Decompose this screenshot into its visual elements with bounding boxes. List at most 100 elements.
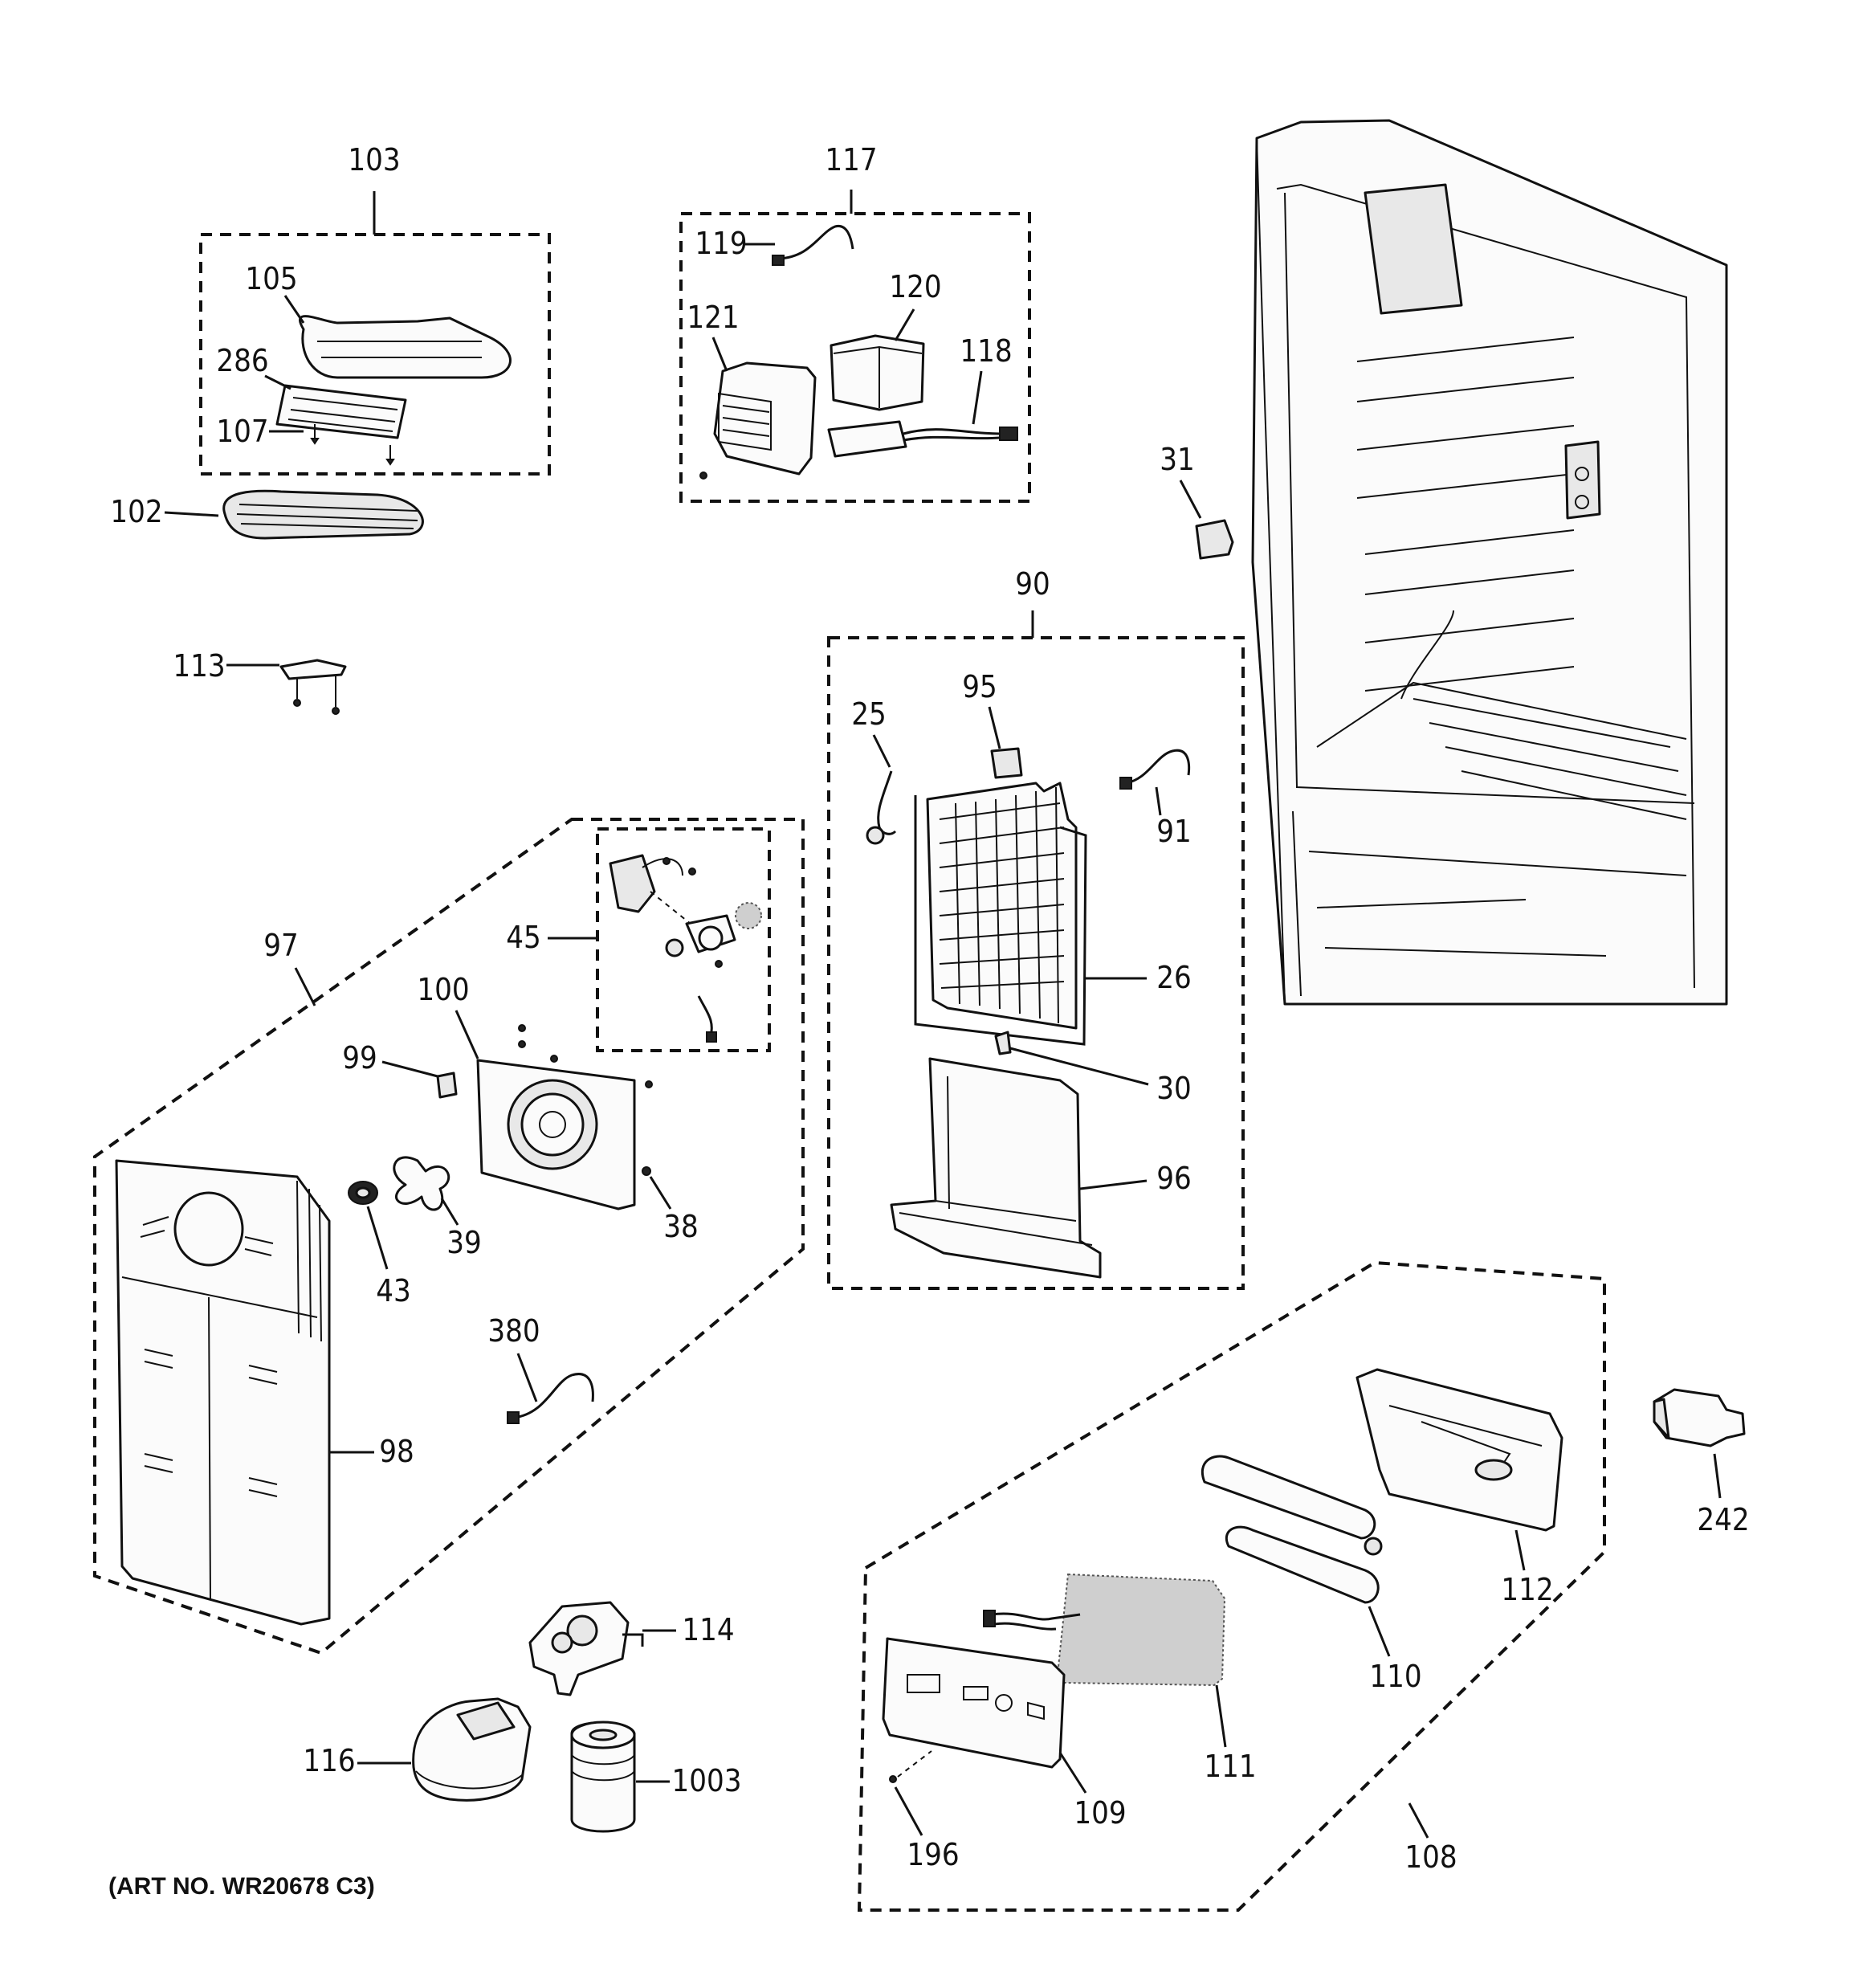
clip-99[interactable] xyxy=(436,1072,458,1099)
bracket-113-group: 113 xyxy=(173,648,347,715)
fan-blade-45 xyxy=(735,902,762,929)
callout-286[interactable]: 286 xyxy=(216,343,268,378)
grille-102-group: 102 xyxy=(110,489,424,540)
kit-90-group: 90 25 95 91 26 30 96 xyxy=(827,566,1245,1290)
water-valve-114[interactable] xyxy=(528,1601,630,1696)
callout-116[interactable]: 116 xyxy=(303,1743,355,1778)
callout-113[interactable]: 113 xyxy=(173,648,225,684)
callout-118[interactable]: 118 xyxy=(960,333,1012,369)
screw-100-c xyxy=(550,1055,558,1063)
screw-107-a[interactable] xyxy=(310,424,320,445)
callout-110[interactable]: 110 xyxy=(1369,1659,1421,1694)
wire-harness-119[interactable] xyxy=(778,224,854,260)
kit-103-group: 103 105 286 107 xyxy=(199,142,551,476)
callout-109[interactable]: 109 xyxy=(1074,1795,1126,1831)
kit-117-dashed-box xyxy=(679,212,1031,503)
screw-121 xyxy=(699,471,707,480)
callout-90[interactable]: 90 xyxy=(1015,566,1050,602)
screw-38[interactable] xyxy=(642,1166,651,1176)
callout-95[interactable]: 95 xyxy=(962,669,997,704)
filter-tube-110-a[interactable] xyxy=(1201,1455,1376,1540)
filter-tube-110-b[interactable] xyxy=(1225,1525,1380,1604)
connector-119 xyxy=(772,255,785,266)
callout-1003[interactable]: 1003 xyxy=(672,1763,742,1798)
connector-118 xyxy=(999,427,1018,441)
callout-111[interactable]: 111 xyxy=(1204,1749,1256,1784)
kit-108-group: 108 112 110 111 109 196 xyxy=(857,1260,1606,1912)
callout-91[interactable]: 91 xyxy=(1156,814,1192,849)
part-242-group: 242 xyxy=(1653,1388,1750,1537)
screw-113-b[interactable] xyxy=(332,707,340,715)
callout-380[interactable]: 380 xyxy=(487,1313,540,1349)
part-114-group: 114 xyxy=(528,1601,735,1696)
part-116-group: 116 xyxy=(303,1697,532,1802)
callout-97[interactable]: 97 xyxy=(263,928,299,963)
kit-97-dashed-box xyxy=(93,818,805,1655)
callout-43[interactable]: 43 xyxy=(376,1273,411,1308)
label-sheet-286[interactable] xyxy=(275,384,407,439)
kit-117-group: 117 119 121 120 118 xyxy=(679,142,1031,503)
callout-117[interactable]: 117 xyxy=(825,142,877,178)
vent-cover-105[interactable] xyxy=(299,315,512,379)
heater-cover-120[interactable] xyxy=(830,334,925,411)
kit-45-dashed-box xyxy=(596,827,771,1052)
fan-motor-bracket-45[interactable] xyxy=(609,854,656,913)
callout-103[interactable]: 103 xyxy=(348,142,400,178)
thermostat-25-disk xyxy=(866,826,885,845)
callout-100[interactable]: 100 xyxy=(417,972,469,1007)
kit-108-dashed-box xyxy=(857,1260,1606,1912)
fan-blade-39[interactable] xyxy=(393,1156,450,1211)
evaporator-cover-98[interactable] xyxy=(115,1159,331,1626)
grille-102[interactable] xyxy=(222,489,424,540)
screw-100-a xyxy=(518,1024,526,1032)
callout-108[interactable]: 108 xyxy=(1404,1839,1457,1875)
callout-38[interactable]: 38 xyxy=(663,1209,699,1244)
screw-100-b xyxy=(518,1040,526,1048)
callout-26[interactable]: 26 xyxy=(1156,960,1192,995)
callout-119[interactable]: 119 xyxy=(695,226,747,261)
screw-100-d xyxy=(645,1080,653,1088)
drain-pan-96[interactable] xyxy=(890,1057,1102,1279)
thermostat-25[interactable] xyxy=(877,770,897,835)
clip-30[interactable] xyxy=(994,1031,1012,1055)
callout-31[interactable]: 31 xyxy=(1160,442,1195,477)
callout-105[interactable]: 105 xyxy=(245,261,297,296)
callout-121[interactable]: 121 xyxy=(687,300,739,335)
wire-harness-380[interactable] xyxy=(513,1373,594,1419)
callout-107[interactable]: 107 xyxy=(216,414,268,449)
callout-120[interactable]: 120 xyxy=(889,269,941,304)
filter-cover-109[interactable] xyxy=(882,1637,1066,1769)
callout-25[interactable]: 25 xyxy=(851,696,887,732)
callout-112[interactable]: 112 xyxy=(1501,1572,1553,1607)
screw-107-b[interactable] xyxy=(385,445,395,466)
wire-harness-91[interactable] xyxy=(1125,749,1191,785)
heater-pad-111[interactable] xyxy=(1057,1573,1226,1687)
callout-98[interactable]: 98 xyxy=(379,1434,414,1469)
wire-45 xyxy=(697,995,713,1037)
screw-196[interactable] xyxy=(889,1775,897,1783)
callout-30[interactable]: 30 xyxy=(1156,1071,1192,1106)
cabinet-shell xyxy=(1251,119,1728,1006)
connector-91 xyxy=(1119,777,1132,790)
fuse-95[interactable] xyxy=(990,747,1023,779)
art-number: (ART NO. WR20678 C3) xyxy=(108,1873,375,1900)
callout-102[interactable]: 102 xyxy=(110,494,162,529)
screw-45-b xyxy=(688,867,696,876)
filter-housing-112[interactable] xyxy=(1355,1368,1563,1532)
callout-196[interactable]: 196 xyxy=(907,1837,959,1872)
callout-96[interactable]: 96 xyxy=(1156,1161,1192,1196)
heater-118[interactable] xyxy=(827,420,907,458)
screw-113-a[interactable] xyxy=(293,699,301,707)
kit-90-dashed-box xyxy=(827,636,1245,1290)
callout-242[interactable]: 242 xyxy=(1697,1502,1749,1537)
callout-114[interactable]: 114 xyxy=(682,1612,734,1647)
thermistor-clip-31[interactable] xyxy=(1195,519,1234,560)
bracket-113[interactable] xyxy=(279,659,347,680)
cabinet-damper-housing xyxy=(1364,183,1463,315)
callout-99[interactable]: 99 xyxy=(342,1040,377,1076)
callout-45[interactable]: 45 xyxy=(506,920,541,955)
kit-97-group: 97 45 100 99 38 xyxy=(93,818,805,1655)
screw-45-a xyxy=(662,857,671,865)
callout-39[interactable]: 39 xyxy=(446,1225,482,1260)
